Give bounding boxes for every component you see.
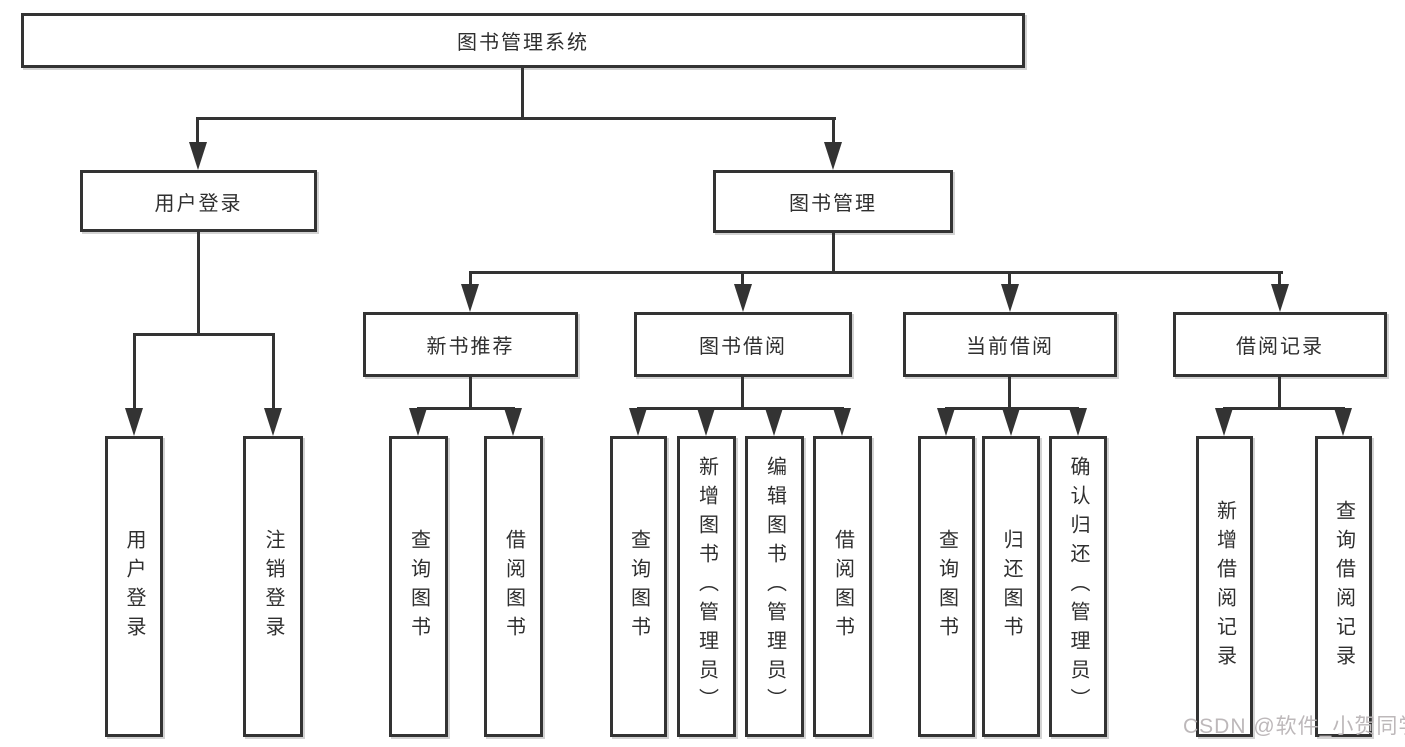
leaf-current-return-label: 归还图书 bbox=[1000, 528, 1022, 645]
arrowhead-user-login bbox=[189, 142, 207, 170]
leaf-newbooks-borrow: 借阅图书 bbox=[484, 436, 543, 737]
arrowhead-book-borrow bbox=[734, 284, 752, 312]
leaf-borrow-book-label: 借阅图书 bbox=[831, 528, 854, 645]
leaf-newbooks-borrow-label: 借阅图书 bbox=[502, 528, 525, 645]
arrowhead-leaf-logout bbox=[264, 408, 282, 436]
connector-current-borrow-stem bbox=[1008, 377, 1011, 409]
leaf-borrow-book: 借阅图书 bbox=[813, 436, 872, 737]
leaf-borrow-edit-admin: 编辑图书（管理员） bbox=[745, 436, 804, 737]
node-current-borrow-label: 当前借阅 bbox=[966, 336, 1054, 358]
leaf-borrow-query-label: 查询图书 bbox=[627, 528, 650, 645]
connector-borrow-records-rail bbox=[1223, 407, 1345, 410]
leaf-logout: 注销登录 bbox=[243, 436, 303, 737]
connector-new-books-stem bbox=[469, 377, 472, 409]
leaf-borrow-add-admin: 新增图书（管理员） bbox=[677, 436, 736, 737]
leaf-borrow-add-admin-label: 新增图书（管理员） bbox=[695, 456, 718, 717]
node-borrow-records: 借阅记录 bbox=[1173, 312, 1387, 377]
arrowhead-newbooks-borrow bbox=[504, 408, 522, 436]
connector-stub-current-borrow bbox=[1008, 271, 1011, 287]
leaf-records-query: 查询借阅记录 bbox=[1315, 436, 1372, 737]
connector-stub-leaf-login bbox=[133, 333, 136, 409]
arrowhead-current-confirm bbox=[1069, 408, 1087, 436]
leaf-current-query-label: 查询图书 bbox=[935, 528, 958, 645]
leaf-current-confirm-admin: 确认归还（管理员） bbox=[1049, 436, 1107, 737]
leaf-user-login-label: 用户登录 bbox=[123, 528, 145, 645]
arrowhead-current-return bbox=[1002, 408, 1020, 436]
node-current-borrow: 当前借阅 bbox=[903, 312, 1117, 377]
leaf-borrow-query: 查询图书 bbox=[610, 436, 667, 737]
arrowhead-borrow-book bbox=[833, 408, 851, 436]
connector-new-books-rail bbox=[417, 407, 515, 410]
arrowhead-borrow-records bbox=[1271, 284, 1289, 312]
leaf-records-add-label: 新增借阅记录 bbox=[1213, 499, 1236, 674]
node-root: 图书管理系统 bbox=[21, 13, 1025, 68]
node-root-label: 图书管理系统 bbox=[457, 32, 589, 54]
node-book-mgmt-label: 图书管理 bbox=[789, 193, 877, 215]
leaf-newbooks-query-label: 查询图书 bbox=[407, 528, 430, 645]
arrowhead-new-books bbox=[461, 284, 479, 312]
connector-stub-borrow-records bbox=[1278, 271, 1281, 287]
connector-stub-new-books bbox=[469, 271, 472, 287]
leaf-current-return: 归还图书 bbox=[982, 436, 1040, 737]
arrowhead-records-add bbox=[1215, 408, 1233, 436]
connector-stub-user-login bbox=[196, 117, 199, 145]
leaf-user-login: 用户登录 bbox=[105, 436, 163, 737]
arrowhead-current-query bbox=[937, 408, 955, 436]
node-new-books-label: 新书推荐 bbox=[426, 336, 515, 358]
watermark: CSDN @软件_小贺同学 bbox=[1183, 715, 1405, 738]
connector-user-login-stem bbox=[197, 232, 200, 336]
node-book-mgmt: 图书管理 bbox=[713, 170, 953, 233]
arrowhead-borrow-edit bbox=[765, 408, 783, 436]
connector-stub-book-borrow bbox=[741, 271, 744, 287]
arrowhead-borrow-add bbox=[697, 408, 715, 436]
node-user-login-label: 用户登录 bbox=[154, 192, 243, 215]
connector-stub-leaf-logout bbox=[272, 333, 275, 409]
leaf-borrow-edit-admin-label: 编辑图书（管理员） bbox=[763, 456, 786, 717]
arrowhead-book-mgmt bbox=[824, 142, 842, 170]
connector-borrow-records-stem bbox=[1278, 377, 1281, 409]
leaf-newbooks-query: 查询图书 bbox=[389, 436, 448, 737]
connector-stub-book-mgmt bbox=[832, 117, 835, 145]
connector-book-borrow-rail bbox=[637, 407, 844, 410]
arrowhead-records-query bbox=[1334, 408, 1352, 436]
connector-book-borrow-stem bbox=[741, 377, 744, 409]
connector-book-mgmt-stem bbox=[832, 233, 835, 274]
leaf-records-add: 新增借阅记录 bbox=[1196, 436, 1253, 737]
leaf-logout-label: 注销登录 bbox=[262, 528, 284, 645]
arrowhead-leaf-login bbox=[125, 408, 143, 436]
connector-level3-rail bbox=[469, 271, 1283, 274]
arrowhead-current-borrow bbox=[1001, 284, 1019, 312]
node-user-login: 用户登录 bbox=[80, 170, 317, 232]
arrowhead-newbooks-query bbox=[409, 408, 427, 436]
arrowhead-borrow-query bbox=[629, 408, 647, 436]
node-new-books: 新书推荐 bbox=[363, 312, 578, 377]
connector-level1-rail bbox=[196, 117, 836, 120]
leaf-current-query: 查询图书 bbox=[918, 436, 975, 737]
node-book-borrow-label: 图书借阅 bbox=[699, 336, 787, 358]
node-book-borrow: 图书借阅 bbox=[634, 312, 852, 377]
leaf-current-confirm-admin-label: 确认归还（管理员） bbox=[1067, 456, 1089, 717]
node-borrow-records-label: 借阅记录 bbox=[1236, 336, 1324, 358]
connector-user-login-rail bbox=[133, 333, 275, 336]
leaf-records-query-label: 查询借阅记录 bbox=[1332, 499, 1355, 674]
connector-root-stem bbox=[521, 68, 524, 120]
